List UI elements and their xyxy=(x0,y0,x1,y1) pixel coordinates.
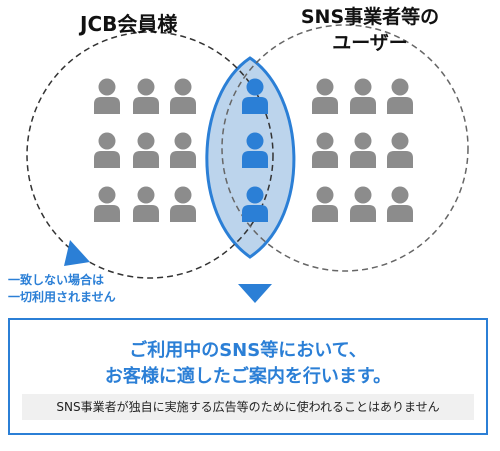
person-icon xyxy=(312,132,338,168)
person-icon xyxy=(133,78,159,114)
person-icon xyxy=(312,186,338,222)
sns-users-label-line1: SNS事業者等の xyxy=(300,6,440,28)
person-icon xyxy=(387,132,413,168)
non-match-note: 一致しない場合は 一切利用されません xyxy=(8,272,208,306)
triangle-arrow-icon xyxy=(238,284,272,303)
sns-users-label-line2: ユーザー xyxy=(332,32,408,54)
person-icon xyxy=(312,78,338,114)
triangle-arrow-icon xyxy=(64,240,90,266)
person-icon xyxy=(350,132,376,168)
result-box: ご利用中のSNS等において、 お客様に適したご案内を行います。 SNS事業者が独… xyxy=(8,318,488,435)
person-icon xyxy=(170,132,196,168)
person-icon xyxy=(387,186,413,222)
person-icon xyxy=(387,78,413,114)
non-match-note-line1: 一致しない場合は xyxy=(8,273,105,287)
person-icon xyxy=(350,78,376,114)
non-match-note-line2: 一切利用されません xyxy=(8,290,116,304)
result-message-line2: お客様に適したご案内を行います。 xyxy=(104,366,392,387)
person-icon xyxy=(94,132,120,168)
jcb-members-label: JCB会員様 xyxy=(80,12,178,36)
person-icon-matched xyxy=(242,132,268,168)
sns-users-label: SNS事業者等の ユーザー xyxy=(270,4,470,56)
person-icon xyxy=(350,186,376,222)
result-sub-note: SNS事業者が独自に実施する広告等のために使われることはありません xyxy=(22,394,474,420)
person-icon-matched xyxy=(242,78,268,114)
person-icon xyxy=(94,78,120,114)
person-icon xyxy=(94,186,120,222)
sns-users-circle xyxy=(221,24,469,272)
person-icon xyxy=(170,186,196,222)
result-message-line1: ご利用中のSNS等において、 xyxy=(129,340,367,361)
result-message: ご利用中のSNS等において、 お客様に適したご案内を行います。 xyxy=(10,338,486,390)
person-icon xyxy=(133,186,159,222)
jcb-members-circle xyxy=(26,31,274,279)
person-icon xyxy=(133,132,159,168)
person-icon xyxy=(170,78,196,114)
person-icon-matched xyxy=(242,186,268,222)
